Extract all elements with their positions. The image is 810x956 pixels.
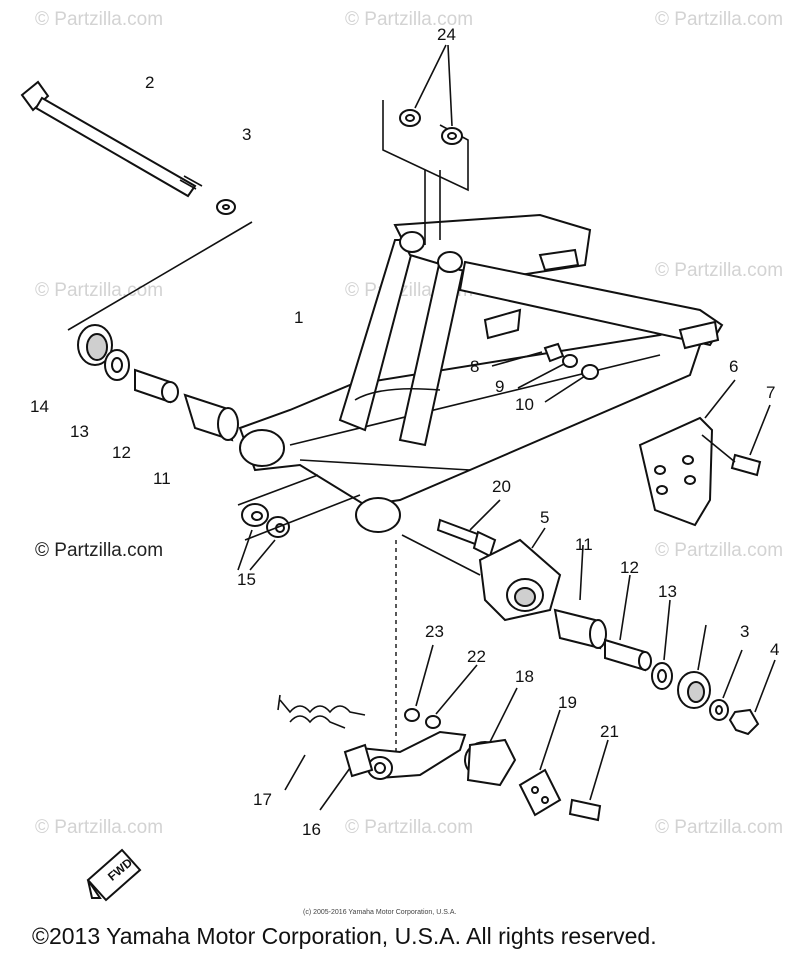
watermark: © Partzilla.com	[35, 280, 163, 301]
nut-washers-8-9-10	[491, 342, 599, 403]
callout-2: 2	[145, 73, 154, 92]
callout-4: 4	[770, 640, 779, 659]
callout-13-left: 13	[70, 422, 89, 441]
callout-21: 21	[600, 722, 619, 741]
fwd-arrow: FWD	[86, 848, 142, 902]
callout-6: 6	[729, 357, 738, 376]
bracket-bolt-6-7	[638, 379, 771, 527]
callout-24: 24	[437, 25, 456, 44]
callout-16: 16	[302, 820, 321, 839]
callout-17: 17	[253, 790, 272, 809]
watermark: © Partzilla.com	[345, 817, 473, 838]
callout-8: 8	[470, 357, 479, 376]
copyright-notice: ©2013 Yamaha Motor Corporation, U.S.A. A…	[32, 923, 657, 949]
callout-11-left: 11	[153, 469, 171, 488]
watermark: © Partzilla.com	[655, 9, 783, 30]
washers-24	[382, 44, 469, 245]
callout-labels: 1 2 3 4 5 6 7 8 9 10 11 12 13 14 15 16 1…	[30, 25, 779, 839]
watermark: © Partzilla.com	[35, 9, 163, 30]
callout-20: 20	[492, 477, 511, 496]
watermark: © Partzilla.com	[655, 540, 783, 561]
callout-3-right: 3	[740, 622, 749, 641]
callout-1: 1	[294, 308, 303, 327]
callout-14: 14	[30, 397, 49, 416]
watermark: © Partzilla.com	[655, 817, 783, 838]
callout-9: 9	[495, 377, 504, 396]
bolt-20	[436, 499, 501, 558]
callout-11: 11	[575, 535, 593, 554]
callout-22: 22	[467, 647, 486, 666]
watermark: © Partzilla.com	[655, 260, 783, 281]
link-5	[401, 527, 562, 622]
callout-7: 7	[766, 383, 775, 402]
watermark: © Partzilla.com	[345, 9, 473, 30]
left-bushings	[77, 324, 239, 442]
callout-13: 13	[658, 582, 677, 601]
callout-5: 5	[540, 508, 549, 527]
watermark: © Partzilla.com	[35, 817, 163, 838]
bushings-15	[237, 474, 361, 571]
watermark-dark: © Partzilla.com	[35, 540, 163, 561]
callout-19: 19	[558, 693, 577, 712]
callout-23: 23	[425, 622, 444, 641]
fine-print: (c) 2005-2016 Yamaha Motor Corporation, …	[303, 909, 456, 916]
callout-15: 15	[237, 570, 256, 589]
callout-10: 10	[515, 395, 534, 414]
callout-12: 12	[620, 558, 639, 577]
right-bushings	[553, 544, 776, 736]
watermark-layer: © Partzilla.com © Partzilla.com © Partzi…	[35, 9, 783, 838]
lever-assembly	[277, 540, 609, 822]
callout-18: 18	[515, 667, 534, 686]
pivot-shaft	[20, 80, 253, 331]
callout-3: 3	[242, 125, 251, 144]
callout-12-left: 12	[112, 443, 131, 462]
